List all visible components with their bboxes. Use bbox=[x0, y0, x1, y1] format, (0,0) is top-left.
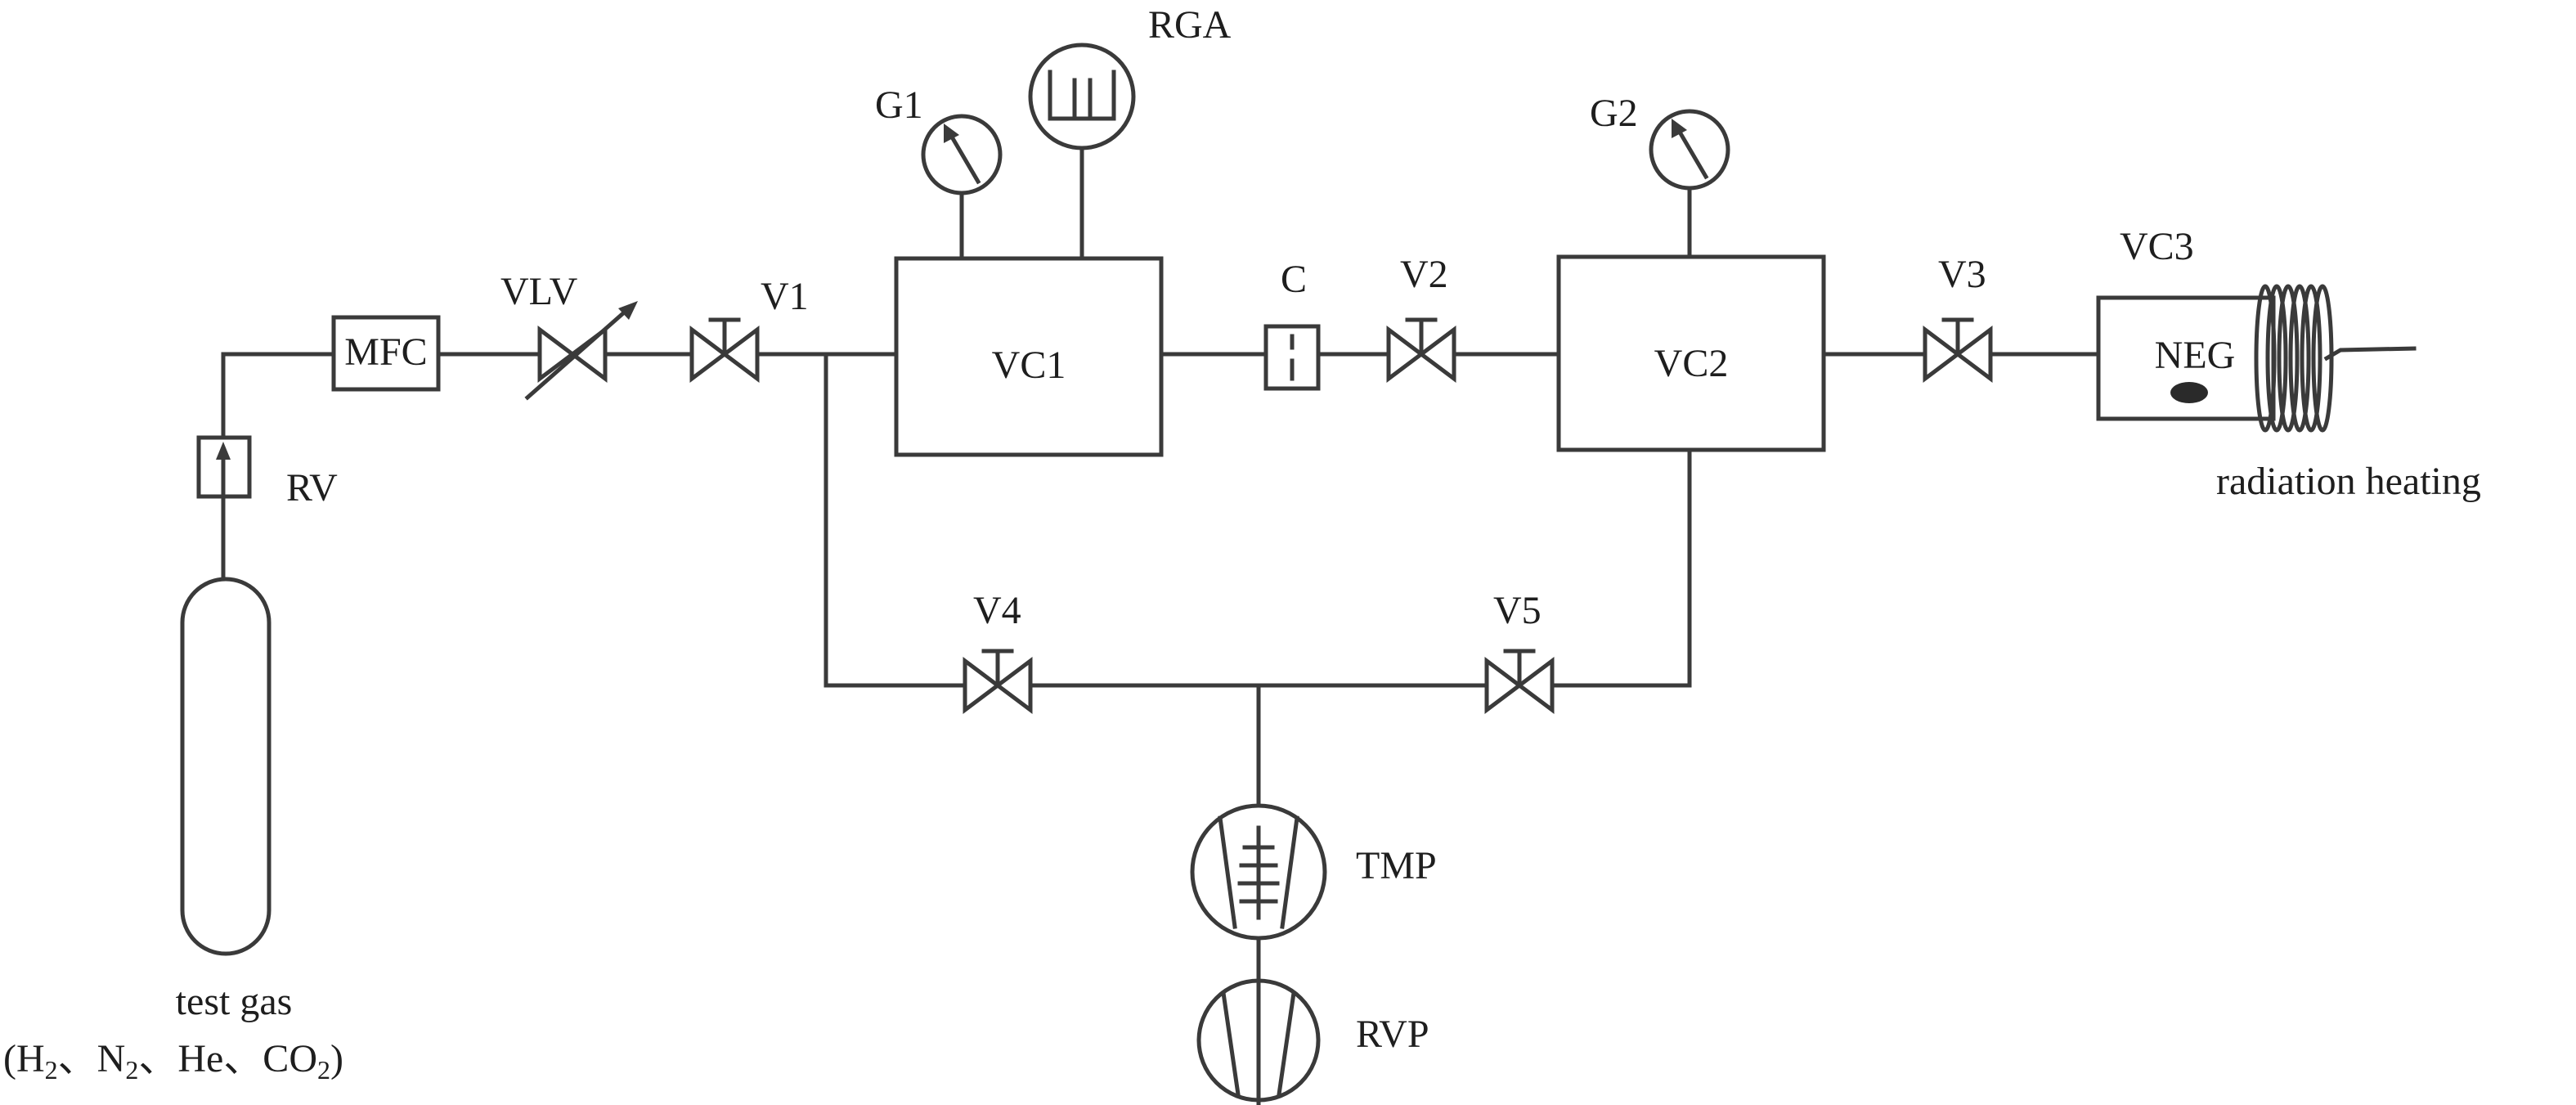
valve-v1 bbox=[689, 317, 760, 383]
label-c: C bbox=[1281, 258, 1307, 301]
label-radiation-heating: radiation heating bbox=[2216, 460, 2481, 503]
radiation-heating-coil bbox=[2254, 284, 2417, 433]
label-gas-list: (H2、N2、He、CO2) bbox=[3, 1037, 343, 1085]
valve-v5 bbox=[1484, 649, 1555, 714]
gauge-g2-icon bbox=[1649, 109, 1730, 191]
label-vc3: VC3 bbox=[2120, 225, 2194, 268]
turbo-pump-icon bbox=[1190, 803, 1327, 941]
label-rv: RV bbox=[286, 466, 338, 510]
label-v5: V5 bbox=[1493, 589, 1542, 632]
label-g1: G1 bbox=[875, 83, 923, 127]
mass-flow-controller bbox=[331, 315, 441, 392]
label-v1: V1 bbox=[761, 275, 809, 318]
pipe-v5-to-vc2 bbox=[1550, 447, 1692, 688]
relief-valve-rv bbox=[196, 435, 252, 499]
labels: RGA G1 G2 VC3 VLV V1 C V2 V3 MFC VC1 VC2… bbox=[3, 3, 2481, 1085]
gauge-g1-icon bbox=[921, 114, 1003, 195]
vacuum-chamber-vc3 bbox=[2096, 295, 2276, 421]
vacuum-chamber-vc2 bbox=[1556, 254, 1826, 452]
label-vc2: VC2 bbox=[1654, 342, 1729, 385]
label-v4: V4 bbox=[973, 589, 1021, 632]
rga-icon bbox=[1028, 43, 1136, 150]
valve-v2 bbox=[1386, 317, 1456, 383]
valve-v3 bbox=[1923, 317, 1993, 383]
rotary-pump-icon bbox=[1196, 978, 1321, 1105]
label-vc1: VC1 bbox=[992, 344, 1066, 387]
gas-cylinder bbox=[180, 577, 272, 956]
label-rga: RGA bbox=[1148, 3, 1232, 47]
label-rvp: RVP bbox=[1356, 1013, 1429, 1056]
pipe-cylinder-to-mfc bbox=[221, 352, 336, 582]
label-neg: NEG bbox=[2155, 334, 2236, 377]
label-g2: G2 bbox=[1590, 92, 1638, 135]
pipelines bbox=[221, 148, 2101, 983]
vacuum-chamber-vc1 bbox=[894, 256, 1164, 457]
conductance-c bbox=[1263, 324, 1321, 391]
variable-leak-valve bbox=[524, 301, 638, 401]
label-vlv: VLV bbox=[500, 270, 578, 313]
neg-getter bbox=[2170, 382, 2208, 403]
label-tmp: TMP bbox=[1356, 844, 1437, 887]
label-v3: V3 bbox=[1938, 253, 1986, 296]
label-mfc: MFC bbox=[344, 330, 427, 374]
valve-v4 bbox=[963, 649, 1033, 714]
pipe-branch-to-v4 bbox=[824, 352, 967, 688]
label-v2: V2 bbox=[1400, 253, 1448, 296]
label-test-gas: test gas bbox=[176, 980, 293, 1023]
